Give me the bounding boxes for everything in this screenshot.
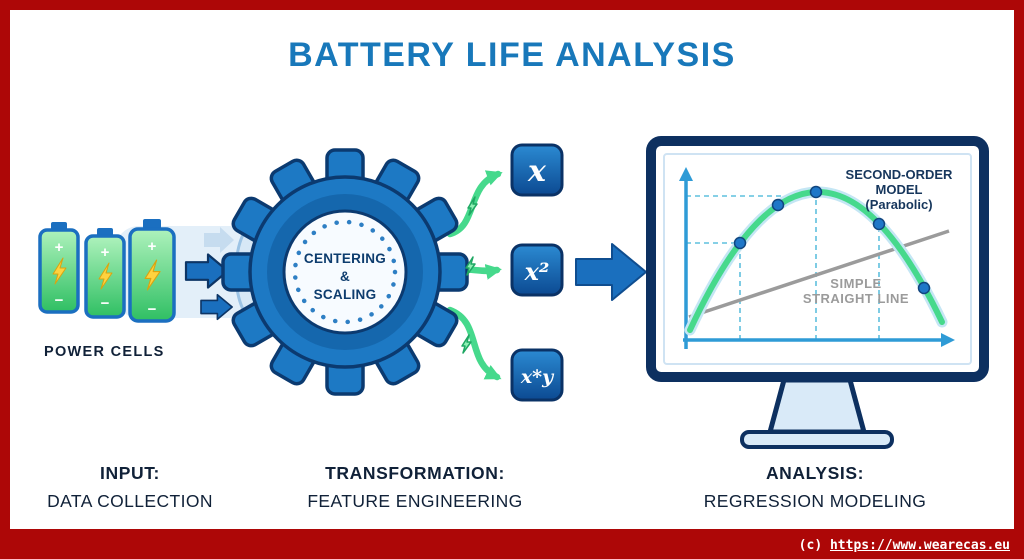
minus-sign: − xyxy=(55,292,64,309)
gear-label-line3: SCALING xyxy=(314,287,377,302)
data-point xyxy=(809,185,823,199)
minus-sign: − xyxy=(101,295,110,312)
plus-sign: + xyxy=(55,239,64,256)
gridlines xyxy=(686,195,880,340)
feature-box-xy xyxy=(510,348,564,402)
model-label-line1: SECOND-ORDER xyxy=(846,167,954,182)
footer-copyright: (c) https://www.wearecas.eu xyxy=(799,538,1010,553)
caption-input-title: INPUT: xyxy=(100,463,160,483)
lightning-icon xyxy=(98,262,113,290)
gear-center xyxy=(282,209,408,335)
baseline-label-line1: SIMPLE xyxy=(830,276,881,291)
monitor-frame xyxy=(646,136,989,382)
baseline-line xyxy=(688,229,950,319)
gear-label-line1: CENTERING xyxy=(304,251,386,266)
baseline-label-line2: STRAIGHT LINE xyxy=(803,291,909,306)
data-points xyxy=(733,185,931,295)
spark-icon xyxy=(461,334,472,354)
lightning-icon xyxy=(52,257,67,285)
caption-input-subtitle: DATA COLLECTION xyxy=(47,491,213,511)
monitor: SECOND-ORDER MODEL (Parabolic) SIMPLE ST… xyxy=(646,136,989,449)
battery-icon: + − xyxy=(84,228,126,319)
feature-box-x xyxy=(510,143,564,197)
model-label-line3: (Parabolic) xyxy=(865,197,932,212)
flow-arrow-icon xyxy=(184,253,229,289)
gear-label-line2: & xyxy=(340,269,350,284)
data-point xyxy=(872,217,886,231)
page-title: BATTERY LIFE ANALYSIS xyxy=(288,36,736,74)
feature-label-x2: x² xyxy=(524,257,550,286)
monitor-screen xyxy=(663,153,972,365)
model-label-line2: MODEL xyxy=(876,182,923,197)
plus-sign: + xyxy=(148,238,157,255)
caption-transformation-subtitle: FEATURE ENGINEERING xyxy=(307,491,523,511)
battery-icon: + − xyxy=(38,222,80,314)
gear-icon: CENTERING & SCALING xyxy=(221,148,469,396)
data-point xyxy=(771,198,785,212)
caption-transformation-title: TRANSFORMATION: xyxy=(325,463,505,483)
feature-label-xy: x*y xyxy=(520,366,555,388)
copyright-link[interactable]: https://www.wearecas.eu xyxy=(829,538,1010,553)
data-point xyxy=(917,281,931,295)
caption-transformation: TRANSFORMATION: FEATURE ENGINEERING xyxy=(255,463,575,512)
flow-arrow-icon xyxy=(200,293,233,321)
caption-analysis-subtitle: REGRESSION MODELING xyxy=(703,491,927,511)
feature-box-x2 xyxy=(510,243,564,297)
gear-dot-ring xyxy=(292,219,398,325)
caption-input: INPUT: DATA COLLECTION xyxy=(20,463,240,512)
plus-sign: + xyxy=(101,244,110,261)
spark-icon xyxy=(465,256,476,276)
data-point xyxy=(733,236,747,250)
feature-label-x: x xyxy=(527,154,547,189)
battery-group: + − + − + − xyxy=(38,219,176,323)
caption-analysis: ANALYSIS: REGRESSION MODELING xyxy=(655,463,975,512)
monitor-base xyxy=(740,430,894,449)
caption-analysis-title: ANALYSIS: xyxy=(765,463,865,483)
minus-sign: − xyxy=(148,301,157,318)
connector-xy xyxy=(446,306,502,381)
lightning-icon xyxy=(144,259,161,291)
copyright-prefix: (c) xyxy=(798,538,830,553)
feature-boxes: x x² x*y xyxy=(510,143,564,402)
spark-group xyxy=(461,196,478,354)
spark-icon xyxy=(467,196,478,216)
stage-arrow-icon xyxy=(575,243,647,301)
power-cells-label: POWER CELLS xyxy=(44,344,165,360)
monitor-stand xyxy=(767,377,867,435)
flow-arrow-light-icon xyxy=(204,227,234,253)
battery-icon: + − xyxy=(128,219,176,323)
regression-chart: SECOND-ORDER MODEL (Parabolic) SIMPLE ST… xyxy=(679,167,955,349)
